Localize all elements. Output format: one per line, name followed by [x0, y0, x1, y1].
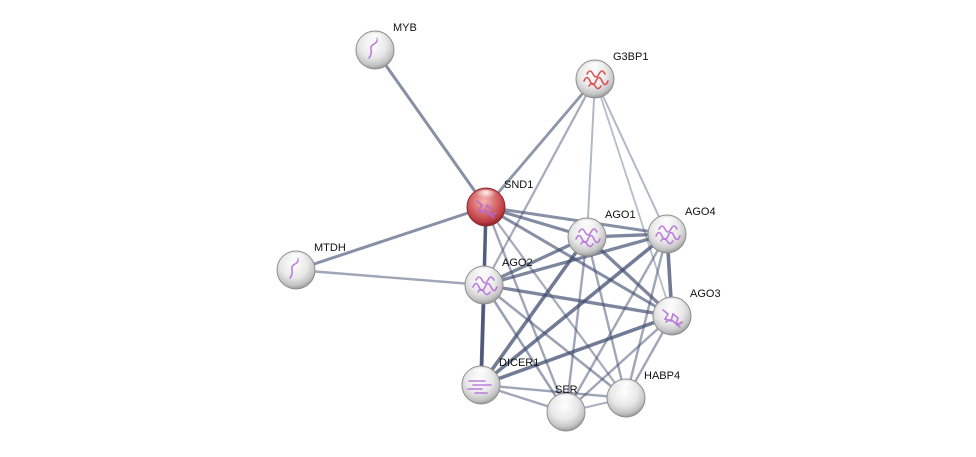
node-serbp1[interactable]: SER [546, 384, 586, 432]
node-ago3[interactable]: AGO3 [652, 288, 721, 336]
edges-layer [295, 49, 674, 414]
node-snd1[interactable]: SND1 [466, 179, 533, 227]
node-label-ago2: AGO2 [502, 257, 533, 269]
node-g3bp1[interactable]: G3BP1 [575, 51, 648, 99]
edge-ago4-dicer1[interactable] [479, 232, 669, 387]
node-highlight [473, 268, 495, 280]
edge-g3bp1-ago4[interactable] [594, 78, 668, 235]
node-label-ago1: AGO1 [605, 209, 636, 221]
node-habp4[interactable]: HABP4 [606, 370, 680, 418]
node-label-snd1: SND1 [504, 179, 533, 191]
node-label-g3bp1: G3BP1 [613, 51, 648, 63]
edge-g3bp1-ago1[interactable] [586, 78, 596, 238]
node-highlight [555, 395, 577, 407]
edge-dicer1-habp4[interactable] [480, 383, 627, 400]
node-highlight [584, 62, 606, 74]
node-ago1[interactable]: AGO1 [567, 209, 636, 257]
edge-ago2-habp4[interactable] [483, 284, 627, 399]
edge-ago2-ago3[interactable] [483, 283, 673, 318]
edge-g3bp1-snd1[interactable] [484, 78, 597, 208]
edge-ago2-serbp1[interactable] [482, 284, 568, 413]
node-label-serbp1: SER [555, 384, 578, 396]
edge-mtdh-snd1[interactable] [295, 205, 487, 272]
node-label-dicer1: DICER1 [499, 357, 539, 369]
node-myb[interactable]: MYB [355, 22, 417, 70]
edge-g3bp1-ago3[interactable] [594, 78, 673, 317]
edge-ago1-serbp1[interactable] [564, 236, 589, 413]
protein-structure-icon [467, 380, 492, 394]
edge-ago3-dicer1[interactable] [480, 314, 673, 387]
node-highlight [661, 299, 683, 311]
node-dicer1[interactable]: DICER1 [461, 357, 539, 405]
node-label-myb: MYB [393, 22, 417, 34]
node-highlight [285, 253, 307, 265]
edge-snd1-serbp1[interactable] [484, 206, 568, 413]
protein-structure-icon [662, 309, 683, 328]
edge-myb-snd1[interactable] [373, 49, 488, 208]
node-highlight [576, 220, 598, 232]
node-label-mtdh: MTDH [314, 242, 346, 254]
node-ago2[interactable]: AGO2 [464, 257, 533, 305]
node-highlight [656, 217, 678, 229]
node-highlight [364, 33, 386, 45]
node-label-ago3: AGO3 [690, 288, 721, 300]
edge-ago1-habp4[interactable] [585, 236, 628, 399]
node-mtdh[interactable]: MTDH [276, 242, 346, 290]
node-highlight [475, 190, 497, 202]
node-ago4[interactable]: AGO4 [647, 206, 716, 254]
protein-structure-icon [476, 200, 497, 219]
edge-snd1-ago3[interactable] [485, 205, 673, 318]
edge-ago4-serbp1[interactable] [564, 233, 669, 413]
edge-ago4-ago2[interactable] [483, 232, 668, 287]
edge-g3bp1-ago2[interactable] [483, 78, 596, 286]
edge-snd1-ago4[interactable] [485, 205, 668, 236]
edge-ago4-habp4[interactable] [624, 233, 669, 399]
edge-snd1-habp4[interactable] [485, 206, 627, 399]
edge-ago3-serbp1[interactable] [565, 315, 673, 413]
node-label-habp4: HABP4 [644, 370, 680, 382]
node-label-ago4: AGO4 [685, 206, 716, 218]
node-highlight [470, 368, 492, 380]
node-highlight [615, 381, 637, 393]
edge-mtdh-ago2[interactable] [295, 268, 485, 287]
